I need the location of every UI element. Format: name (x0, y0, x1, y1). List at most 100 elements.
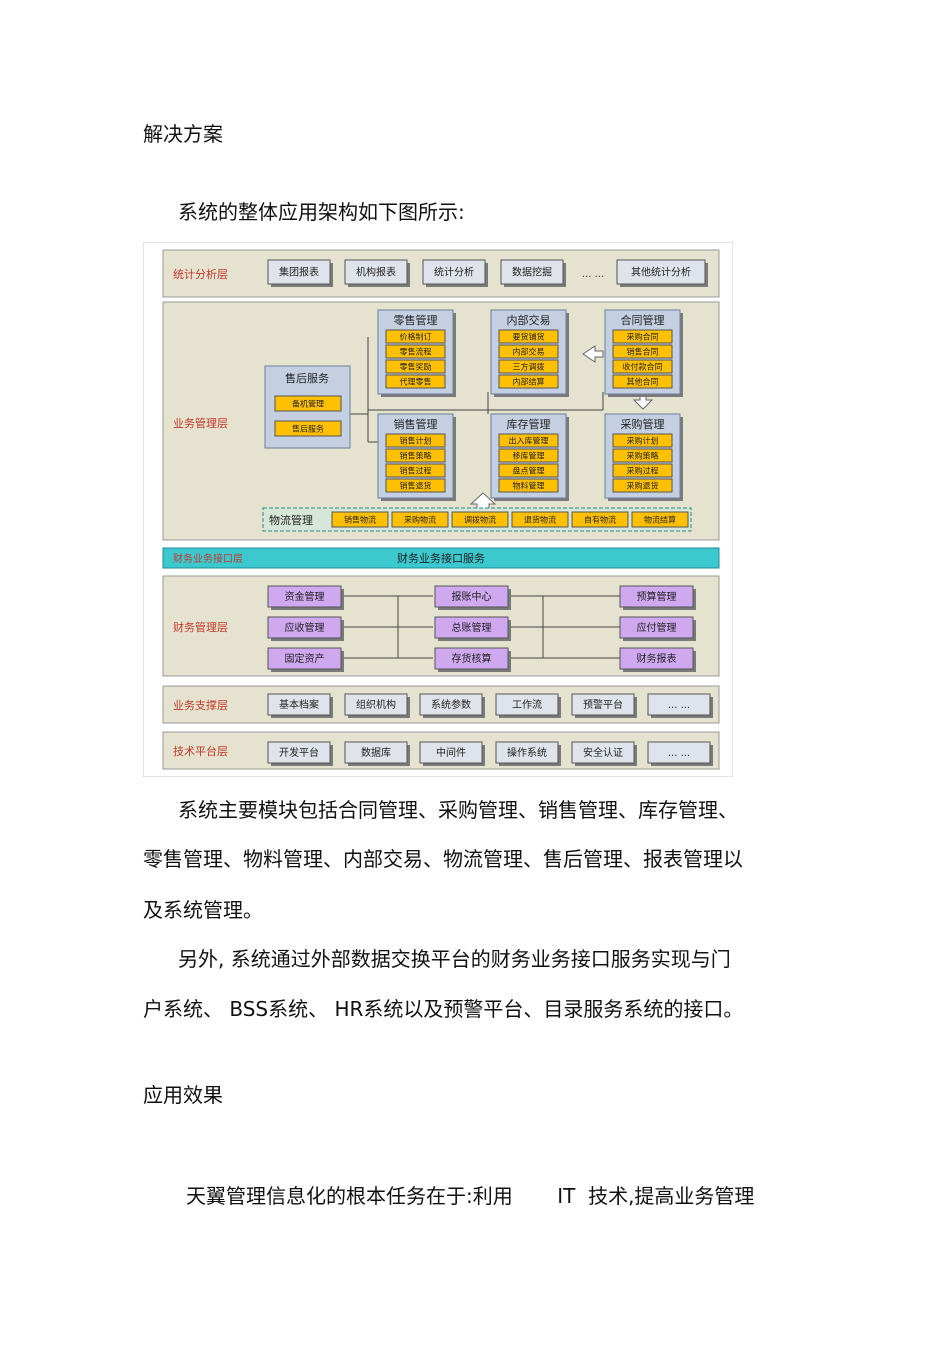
stats-box-3: 统计分析 (422, 259, 488, 287)
contract-item-1: 采购合同 (612, 329, 673, 344)
after-sales-item-2: 售后服务 (274, 420, 342, 437)
internal-item-1: 要货铺货 (498, 329, 559, 344)
svg-text:零售奖励: 零售奖励 (400, 361, 432, 371)
body-paragraph-1-line-1: 系统主要模块包括合同管理、采购管理、销售管理、库存管理、 (178, 798, 738, 822)
svg-text:... ...: ... ... (668, 700, 690, 711)
svg-text:存货核算: 存货核算 (452, 652, 492, 665)
svg-text:备机管理: 备机管理 (292, 398, 324, 408)
finance-center-2: 总账管理 (434, 616, 511, 641)
platform-box-5: 安全认证 (571, 741, 637, 766)
svg-text:销售物流: 销售物流 (344, 514, 376, 524)
finance-left-2: 应收管理 (267, 616, 344, 641)
body-paragraph-1-line-2: 零售管理、物料管理、内部交易、物流管理、售后管理、报表管理以 (143, 847, 743, 871)
support-box-1: 基本档案 (267, 693, 333, 718)
svg-text:内部交易: 内部交易 (513, 346, 545, 356)
svg-text:销售合同: 销售合同 (627, 346, 659, 356)
layer-platform-label: 技术平台层 (173, 744, 228, 758)
internal-item-2: 内部交易 (498, 344, 559, 359)
svg-text:采购计划: 采购计划 (627, 435, 659, 445)
svg-text:数据库: 数据库 (361, 746, 391, 759)
svg-text:调拨物流: 调拨物流 (464, 514, 496, 524)
layer-support: 业务支撑层 基本档案组织机构系统参数工作流预警平台... ... (162, 685, 720, 724)
svg-text:内部结算: 内部结算 (513, 376, 545, 386)
svg-text:采购过程: 采购过程 (627, 465, 659, 475)
svg-text:内部交易: 内部交易 (507, 313, 551, 327)
layer-business-label: 业务管理层 (173, 416, 228, 430)
heading-effects: 应用效果 (143, 1083, 223, 1107)
support-box-4: 工作流 (495, 693, 561, 718)
finance-right-3: 财务报表 (619, 647, 696, 672)
inventory-item-4: 物料管理 (498, 478, 559, 493)
finance-center-3: 存货核算 (434, 647, 511, 672)
layer-platform: 技术平台层 开发平台 数据库 中间件 操作系统安全认证 ... ... (162, 731, 720, 770)
business-connectors (350, 337, 604, 443)
body-paragraph-1-line-3: 及系统管理。 (143, 898, 263, 922)
svg-text:价格制订: 价格制订 (400, 331, 432, 341)
svg-text:要货铺货: 要货铺货 (513, 331, 545, 341)
layer-stats: 统计分析层 集团报表机构报表统计分析数据挖掘... ...其他统计分析 (162, 249, 720, 298)
support-boxes: 基本档案组织机构系统参数工作流预警平台... ... (267, 693, 713, 718)
intro-paragraph: 系统的整体应用架构如下图所示: (178, 200, 465, 224)
svg-text:应收管理: 应收管理 (285, 621, 325, 634)
svg-text:采购管理: 采购管理 (621, 417, 665, 431)
platform-box-2: 数据库 (344, 741, 410, 766)
layer-interface-label: 财务业务接口层 (173, 552, 243, 565)
svg-text:零售流程: 零售流程 (400, 346, 432, 356)
finance-right-2: 应付管理 (619, 616, 696, 641)
svg-text:物料管理: 物料管理 (513, 480, 545, 490)
svg-text:预算管理: 预算管理 (637, 590, 677, 603)
svg-text:应付管理: 应付管理 (637, 621, 677, 634)
internal-item-4: 内部结算 (498, 374, 559, 389)
logistics-item-1: 销售物流 (331, 511, 389, 528)
svg-text:合同管理: 合同管理 (621, 313, 665, 327)
interface-service-label: 财务业务接口服务 (397, 551, 485, 565)
svg-text:采购策略: 采购策略 (627, 450, 659, 460)
logistics-item-6: 物流结算 (631, 511, 689, 528)
platform-box-1: 开发平台 (267, 741, 333, 766)
finance-center-1: 报账中心 (434, 585, 511, 610)
heading-solution: 解决方案 (143, 122, 223, 146)
layer-finance: 财务管理层 资金管理应收管理固定资产报账中心总账管理存货核算预算管理应付管理财务… (162, 575, 720, 677)
platform-box-4: 操作系统 (495, 741, 561, 766)
svg-text:盘点管理: 盘点管理 (513, 465, 545, 475)
modules-dynamic: 零售管理价格制订零售流程零售奖励代理零售内部交易要货铺货内部交易三方调拨内部结算… (377, 309, 683, 501)
purchase-item-1: 采购计划 (612, 433, 673, 448)
sales-item-3: 销售过程 (385, 463, 446, 478)
svg-text:售后服务: 售后服务 (285, 371, 329, 385)
arrow-contract-to-internal (582, 345, 604, 363)
svg-text:其他合同: 其他合同 (627, 376, 659, 386)
stats-ellipsis: ... ... (582, 269, 604, 280)
svg-text:数据挖掘: 数据挖掘 (512, 266, 552, 279)
retail-item-2: 零售流程 (385, 344, 446, 359)
svg-text:出入库管理: 出入库管理 (509, 435, 549, 445)
svg-text:物流管理: 物流管理 (269, 513, 313, 527)
sales-item-4: 销售退货 (385, 478, 446, 493)
svg-text:零售管理: 零售管理 (394, 313, 438, 327)
svg-text:退货物流: 退货物流 (524, 514, 556, 524)
architecture-diagram: 统计分析层 集团报表机构报表统计分析数据挖掘... ...其他统计分析 业务管理… (143, 242, 733, 777)
purchase-item-4: 采购退货 (612, 478, 673, 493)
svg-text:移库管理: 移库管理 (513, 450, 545, 460)
support-box-6: ... ... (647, 693, 713, 718)
svg-text:库存管理: 库存管理 (507, 417, 551, 431)
layer-stats-label: 统计分析层 (173, 267, 228, 281)
stats-box-1: 集团报表 (267, 259, 333, 287)
support-box-2: 组织机构 (344, 693, 410, 718)
body-paragraph-2-line-1: 另外, 系统通过外部数据交换平台的财务业务接口服务实现与门 (178, 947, 731, 971)
svg-text:... ...: ... ... (668, 748, 690, 759)
svg-text:集团报表: 集团报表 (279, 266, 319, 279)
logistics-item-3: 调拨物流 (451, 511, 509, 528)
sales-item-1: 销售计划 (385, 433, 446, 448)
contract-item-4: 其他合同 (612, 374, 673, 389)
svg-text:销售退货: 销售退货 (400, 480, 432, 490)
sales-item-2: 销售策略 (385, 448, 446, 463)
svg-text:收付款合同: 收付款合同 (623, 361, 663, 371)
svg-text:其他统计分析: 其他统计分析 (631, 266, 691, 279)
svg-text:采购退货: 采购退货 (627, 480, 659, 490)
logistics-item-4: 退货物流 (511, 511, 569, 528)
stats-box-4: 数据挖掘 (500, 259, 566, 287)
svg-text:中间件: 中间件 (436, 746, 466, 759)
